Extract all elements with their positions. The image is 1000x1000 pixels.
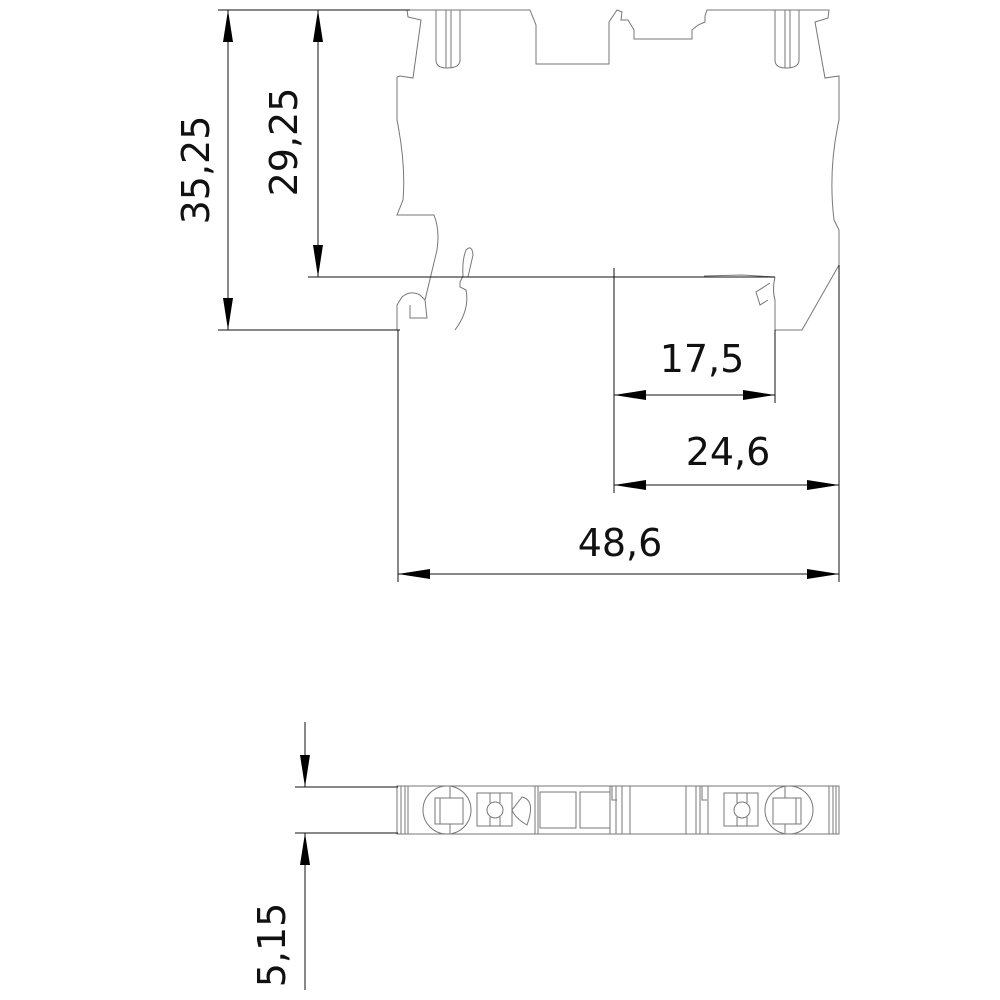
dimension-17-5: 17,5 (614, 337, 775, 400)
dim-label-35-25: 35,25 (174, 116, 218, 225)
extension-lines (218, 9, 840, 582)
dim-label-48-6: 48,6 (578, 521, 663, 565)
dimension-29-25: 29,25 (262, 10, 323, 277)
side-view-outline (396, 9, 840, 331)
dimension-5-15: 5,15 (250, 722, 398, 990)
dimension-48-6: 48,6 (398, 521, 839, 579)
top-view-outline (396, 785, 840, 835)
dim-label-29-25: 29,25 (262, 88, 306, 197)
dim-label-24-6: 24,6 (686, 430, 771, 474)
dimension-24-6: 24,6 (614, 430, 839, 490)
dimension-35-25: 35,25 (174, 10, 233, 330)
dim-label-17-5: 17,5 (660, 337, 745, 381)
dim-label-5-15: 5,15 (250, 903, 294, 988)
